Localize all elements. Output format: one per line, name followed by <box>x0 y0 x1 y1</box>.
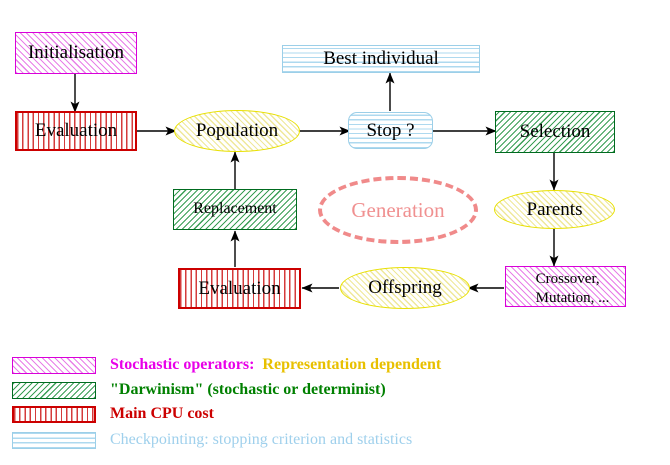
annotation-generation-label: Generation <box>351 197 445 222</box>
legend-text-darwinism: "Darwinism" (stochastic or determinist) <box>110 381 386 398</box>
node-stop[interactable]: Stop ? <box>348 112 433 149</box>
legend-text-cpu-cost: Main CPU cost <box>110 405 214 422</box>
node-population[interactable]: Population <box>174 110 300 152</box>
node-selection-label: Selection <box>519 121 591 143</box>
node-best-individual-label: Best individual <box>323 48 439 70</box>
node-selection[interactable]: Selection <box>495 111 615 153</box>
legend-row-stochastic: Stochastic operators: Representation dep… <box>0 353 670 377</box>
node-population-label: Population <box>195 120 279 142</box>
node-stop-label: Stop ? <box>366 119 415 141</box>
legend: Stochastic operators: Representation dep… <box>0 345 670 465</box>
node-parents[interactable]: Parents <box>494 190 615 229</box>
legend-text-stochastic-primary: Stochastic operators: <box>110 356 255 373</box>
legend-row-darwinism: "Darwinism" (stochastic or determinist) <box>0 378 670 402</box>
node-replacement[interactable]: Replacement <box>173 189 297 230</box>
node-evaluation-bottom-label: Evaluation <box>198 277 281 299</box>
node-offspring-label: Offspring <box>368 277 442 299</box>
annotation-generation: Generation <box>318 176 478 244</box>
legend-text-checkpointing: Checkpointing: stopping criterion and st… <box>110 431 413 448</box>
node-initialisation[interactable]: Initialisation <box>15 32 137 74</box>
legend-row-cpu-cost: Main CPU cost <box>0 402 670 426</box>
node-initialisation-label: Initialisation <box>27 42 125 64</box>
node-evaluation-top[interactable]: Evaluation <box>15 111 137 151</box>
node-variation-label: Crossover, Mutation, ... <box>522 266 610 307</box>
node-parents-label: Parents <box>526 198 583 220</box>
legend-row-checkpointing: Checkpointing: stopping criterion and st… <box>0 428 670 452</box>
node-variation-line1: Crossover, <box>535 271 600 288</box>
node-best-individual[interactable]: Best individual <box>282 45 480 73</box>
legend-text-stochastic-secondary: Representation dependent <box>262 356 442 373</box>
legend-swatch-red-vertical-hatch-icon <box>12 405 96 423</box>
node-evaluation-bottom[interactable]: Evaluation <box>178 268 301 309</box>
node-variation-line2: Mutation, ... <box>535 289 610 306</box>
node-offspring[interactable]: Offspring <box>340 267 470 309</box>
node-replacement-label: Replacement <box>193 200 277 218</box>
legend-swatch-green-diagonal-hatch-icon <box>12 381 96 399</box>
legend-swatch-blue-horizontal-hatch-icon <box>12 431 96 449</box>
legend-swatch-magenta-diagonal-hatch-icon <box>12 356 96 374</box>
node-evaluation-top-label: Evaluation <box>34 120 118 142</box>
node-variation[interactable]: Crossover, Mutation, ... <box>505 266 626 307</box>
legend-text-stochastic: Stochastic operators: Representation dep… <box>110 356 441 374</box>
